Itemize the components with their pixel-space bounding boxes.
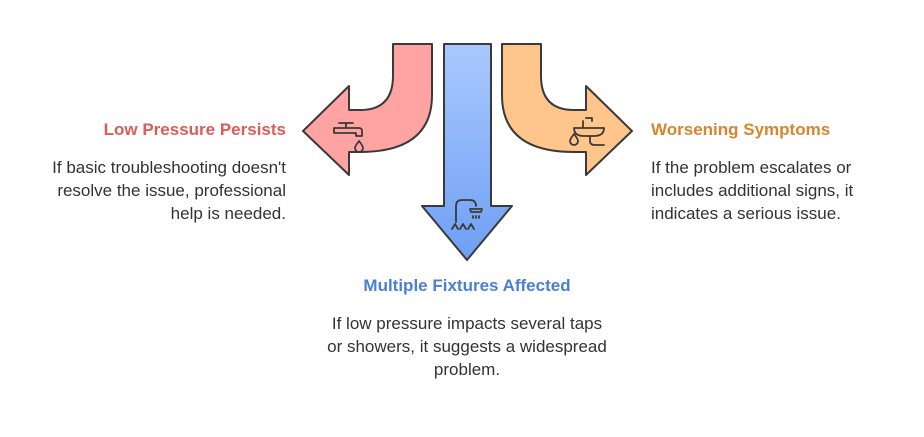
faucet-drop-icon [333,122,364,153]
shower-icon [451,199,483,230]
center-down-arrow [421,43,513,261]
left-title: Low Pressure Persists [103,120,286,139]
center-description: If low pressure impacts several taps or … [327,314,607,379]
center-title: Multiple Fixtures Affected [363,276,571,295]
right-curved-arrow [501,43,633,176]
left-description: If basic troubleshooting doesn't resolve… [52,158,286,223]
right-description: If the problem escalates or includes add… [651,158,854,223]
right-title: Worsening Symptoms [651,120,831,139]
sink-drop-icon [569,117,605,146]
left-curved-arrow [302,43,433,176]
